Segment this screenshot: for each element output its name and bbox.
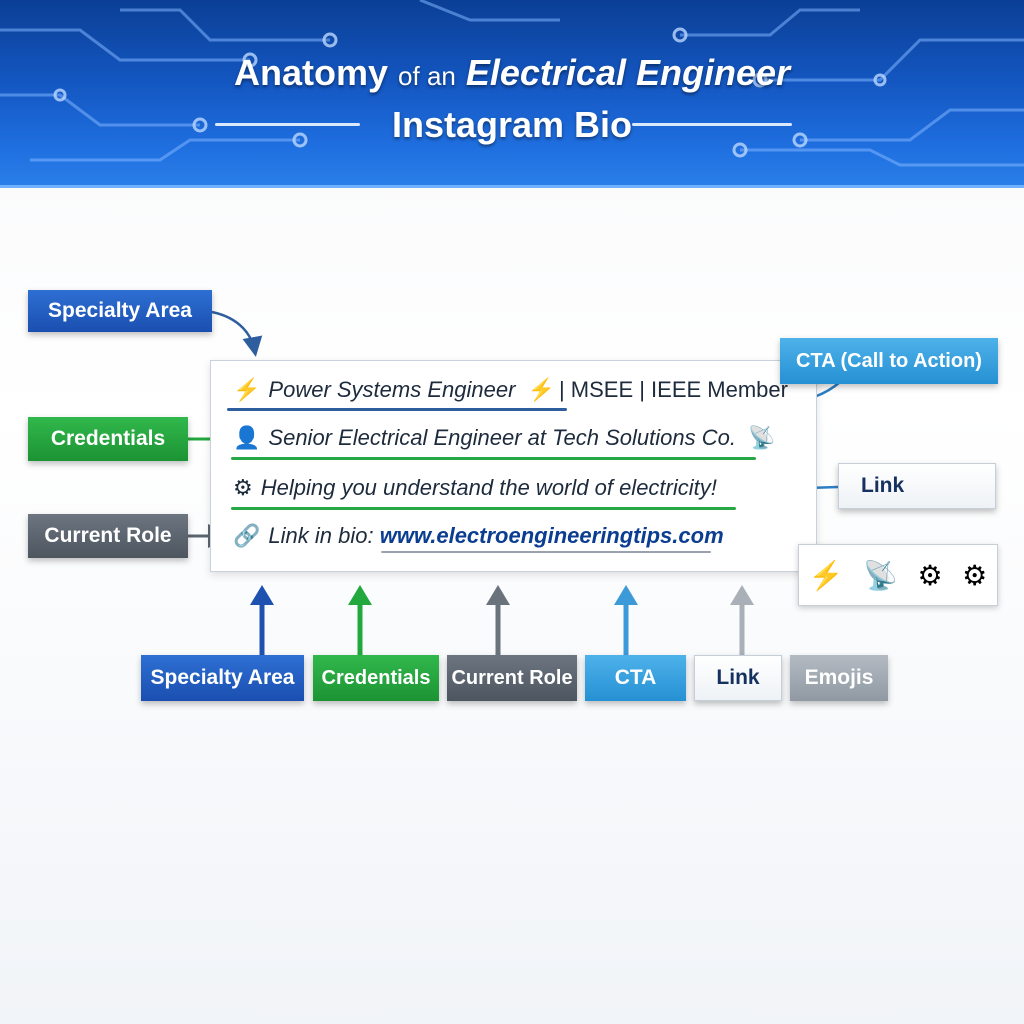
legend-link: Link [694,655,782,701]
title-rule-left [215,123,360,126]
title-line-1: Anatomy of an Electrical Engineer [0,52,1024,94]
up-arrowhead-credentials [348,585,372,605]
title-line-2: Instagram Bio [391,104,633,145]
title-word-of-an: of an [398,61,456,91]
title-word-electrical-engineer: Electrical Engineer [465,52,791,93]
link-icon: 🔗 [233,523,261,548]
bio-link-url[interactable]: www.electroengineeringtips.com [379,523,724,548]
lightning-icon: ⚡ [233,377,261,402]
callout-emojis: ⚡ 📡 ⚙ ⚙ [798,544,998,606]
title-word-anatomy: Anatomy [233,52,389,93]
callout-current-role: Current Role [28,514,188,558]
arrow-specialty [211,310,263,357]
up-arrowhead-current-role [486,585,510,605]
bio-line-link: 🔗 Link in bio: www.electroengineeringtips… [233,523,724,549]
underline-role [231,457,756,460]
up-arrowhead-link [730,585,754,605]
circuit-pattern [0,0,1024,167]
underline-cta [231,507,736,510]
header-banner: Anatomy of an Electrical Engineer Instag… [0,0,1024,188]
bio-role-text: Senior Electrical Engineer at Tech Solut… [268,425,736,450]
bio-credentials-text: | MSEE | IEEE Member [558,377,788,402]
bio-cta-text: Helping you understand the world of elec… [260,475,717,500]
bio-specialty-text: Power Systems Engineer [268,377,516,402]
lightning-icon-end: ⚡ [527,377,555,402]
callout-link: Link [838,463,996,509]
bio-line-specialty: ⚡Power Systems Engineer ⚡| MSEE | IEEE M… [233,377,788,403]
underline-link [381,551,711,553]
callout-cta: CTA (Call to Action) [780,338,998,384]
bio-line-cta: ⚙ Helping you understand the world of ele… [233,475,717,501]
callout-credentials: Credentials [28,417,188,461]
up-arrowhead-specialty [250,585,274,605]
legend-credentials: Credentials [313,655,439,701]
title-rule-right [632,123,792,126]
legend-emojis: Emojis [790,655,888,701]
bio-line-role: 👤 Senior Electrical Engineer at Tech Solu… [233,425,784,451]
gears-icon: ⚙ [962,559,988,591]
lightning-icon: ⚡ [808,559,844,591]
person-icon: 👤 [233,425,261,450]
up-arrowhead-cta [614,585,638,605]
callout-specialty-area: Specialty Area [28,290,212,332]
legend-cta: CTA [585,655,686,701]
satellite-icon: 📡 [863,559,898,591]
gear-icon: ⚙ [233,475,253,500]
legend-current-role: Current Role [447,655,577,701]
underline-specialty [227,408,567,411]
gear-icon: ⚙ [917,559,943,591]
instagram-bio-card: ⚡Power Systems Engineer ⚡| MSEE | IEEE M… [210,360,817,572]
satellite-icon: 📡 [748,425,776,450]
bio-link-prefix: Link in bio: [268,523,374,548]
legend-specialty-area: Specialty Area [141,655,304,701]
